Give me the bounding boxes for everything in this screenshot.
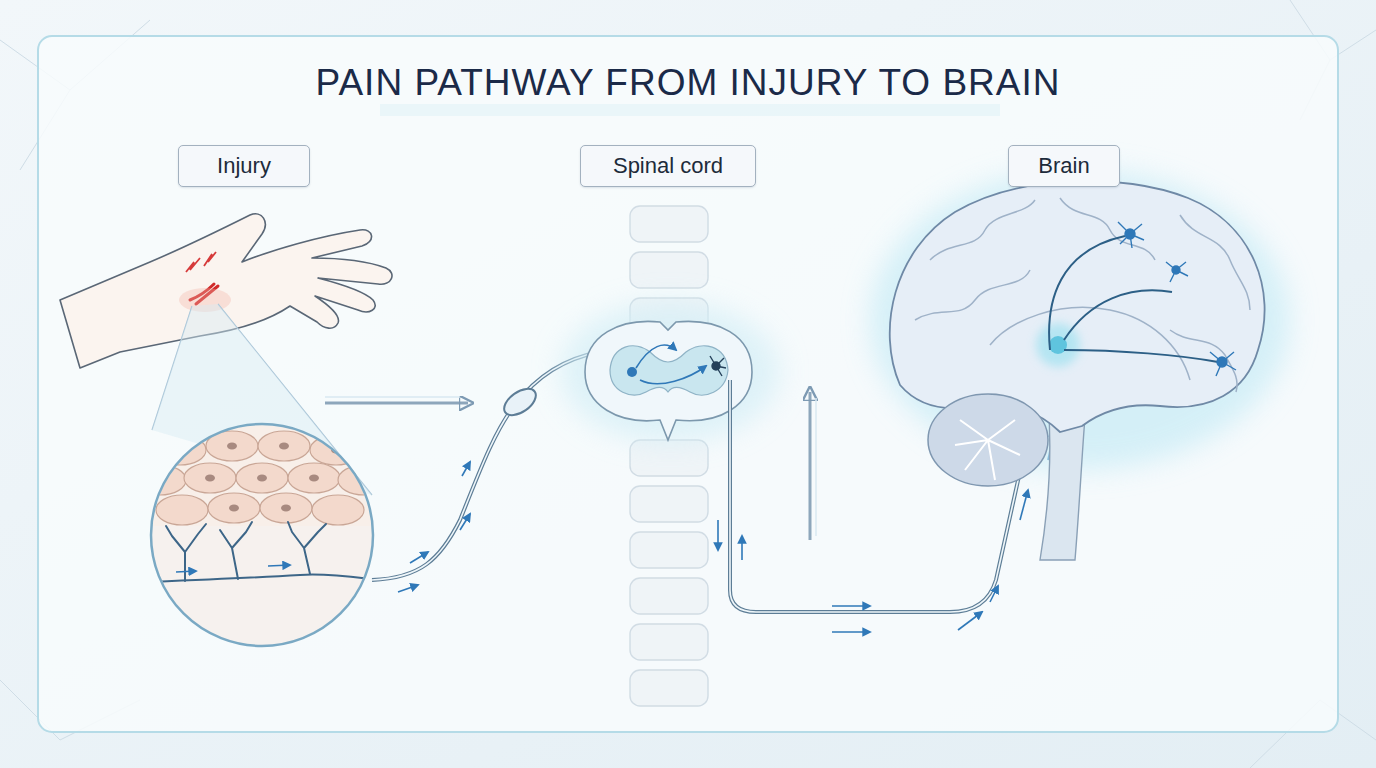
cerebellum-arbor	[955, 420, 1020, 480]
vertebrae	[630, 206, 708, 706]
gyrus	[1060, 198, 1155, 260]
signal-arrow	[1020, 490, 1028, 520]
cord-signal-arrow	[636, 345, 676, 368]
nerve-endings	[150, 522, 380, 582]
projection-fiber	[1049, 236, 1125, 350]
dermis	[150, 526, 374, 656]
skin-cell	[208, 493, 260, 523]
section-label: Spinal cord	[580, 145, 756, 187]
dorsal-root-ganglion	[500, 383, 541, 420]
vertebra	[630, 670, 708, 706]
flow-arrow	[325, 402, 468, 405]
nucleus	[309, 475, 319, 482]
signal-arrow	[462, 462, 470, 476]
gyrus	[915, 270, 1030, 320]
free-nerve-ending	[220, 522, 252, 579]
vertebra	[630, 206, 708, 242]
vertebra	[630, 486, 708, 522]
gyrus	[1180, 215, 1250, 310]
section-label: Injury	[178, 145, 310, 187]
nucleus	[279, 443, 289, 450]
dorsal-horn-neuron	[710, 356, 726, 376]
free-nerve-ending	[288, 522, 326, 574]
signal-arrow	[990, 586, 998, 602]
ascending-arrow-highlight	[815, 398, 817, 536]
flow-arrow-highlight	[325, 396, 460, 398]
neuron-dendrites	[710, 356, 726, 376]
gyrus	[1170, 330, 1237, 392]
signal-arrow	[832, 631, 870, 633]
nucleus	[281, 505, 291, 512]
vertebra	[630, 440, 708, 476]
skin-cell	[258, 431, 310, 461]
signal-arrow	[717, 520, 719, 550]
label-text: Spinal cord	[613, 153, 723, 179]
projection-fiber	[1064, 350, 1218, 362]
skin-cell	[156, 495, 208, 525]
signal-arrow	[398, 585, 418, 592]
neuron-dendrites	[1118, 222, 1144, 248]
corpus-callosum	[990, 307, 1190, 380]
ascending-arrow	[809, 392, 812, 540]
magnifier-circle	[151, 424, 373, 646]
nerve-arrows	[398, 462, 470, 592]
skin-cell	[288, 463, 340, 493]
vertebra	[630, 624, 708, 660]
cord-signal-arrow	[640, 366, 706, 384]
synapse-dot	[627, 367, 637, 377]
signal-arrow	[958, 612, 982, 630]
neuron-dendrites	[1210, 352, 1236, 376]
neuron-dendrites	[1166, 262, 1188, 282]
pain-spark	[186, 252, 216, 272]
cord-glow	[560, 302, 780, 442]
signal-arrow	[832, 605, 870, 607]
vertebra	[630, 252, 708, 288]
section-label: Brain	[1008, 145, 1120, 187]
nucleus	[205, 475, 215, 482]
skin-cell	[312, 495, 364, 525]
label-text: Brain	[1038, 153, 1089, 179]
cerebellum	[928, 394, 1048, 486]
cell-nuclei	[175, 443, 341, 512]
panel	[38, 36, 1338, 732]
signal-arrow	[176, 571, 196, 572]
nucleus	[257, 475, 267, 482]
skin-cell	[236, 463, 288, 493]
signal-arrows	[176, 565, 290, 572]
skin-closeup	[134, 423, 390, 656]
thalamus-glow	[1036, 323, 1080, 367]
signal-arrow	[410, 552, 428, 563]
cortical-neurons	[1118, 222, 1236, 376]
label-text: Injury	[217, 153, 271, 179]
spinal-cord-section	[585, 321, 752, 440]
title-underline	[380, 104, 1000, 116]
nucleus	[227, 443, 237, 450]
cerebrum	[890, 181, 1265, 432]
signal-arrow	[460, 514, 470, 530]
nucleus	[175, 447, 185, 454]
projection-fibers	[1049, 236, 1218, 362]
signal-arrow	[268, 565, 290, 566]
nucleus	[229, 505, 239, 512]
projection-fiber	[1064, 290, 1172, 340]
gyrus	[930, 200, 1035, 260]
skin-cells	[134, 431, 390, 525]
free-nerve-ending	[166, 524, 206, 581]
grey-matter	[610, 346, 728, 395]
skin-cell	[260, 493, 312, 523]
brain-gyri	[915, 198, 1250, 392]
signal-arrow	[741, 536, 743, 560]
skin-cell	[184, 463, 236, 493]
vertebra	[630, 532, 708, 568]
vertebra	[630, 578, 708, 614]
diagram-title: PAIN PATHWAY FROM INJURY TO BRAIN	[0, 62, 1376, 104]
